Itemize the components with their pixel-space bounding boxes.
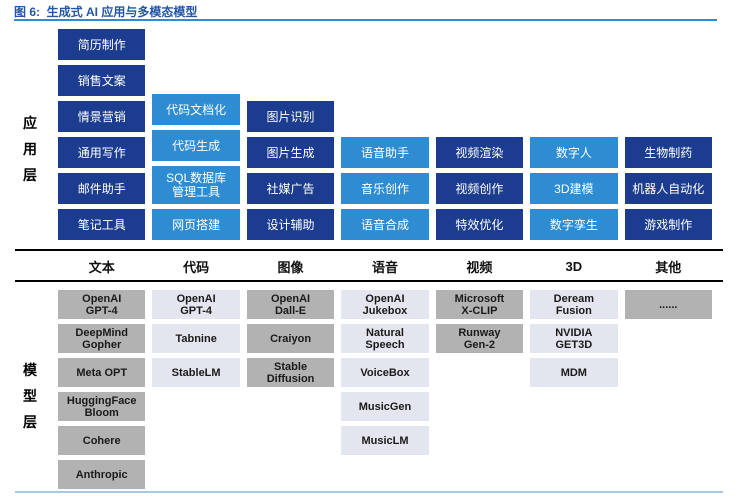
- category-label: 文本: [88, 259, 115, 275]
- app-box: 音乐创作: [341, 173, 429, 204]
- app-box: 代码文档化: [152, 94, 240, 125]
- app-box: 特效优化: [435, 209, 524, 240]
- title-underline: [14, 19, 717, 21]
- figure-title: 图 6: 生成式 AI 应用与多模态模型: [14, 5, 198, 19]
- app-col: 图片识别图片生成社媒广告设计辅助: [246, 28, 335, 240]
- model-box: Runway Gen-2: [435, 324, 524, 353]
- category-label: 代码: [183, 259, 210, 275]
- app-col: 代码文档化代码生成 SQL数据库 管理工具网页搭建: [152, 28, 240, 240]
- model-box: Cohere: [58, 426, 146, 455]
- model-box: OpenAI GPT-4: [152, 290, 240, 319]
- app-box: 设计辅助: [246, 209, 335, 240]
- divider-line-top: [15, 249, 723, 251]
- app-col: 生物制药机器人自动化游戏制作: [624, 28, 712, 240]
- model-box: Deream Fusion: [530, 290, 618, 319]
- app-box: 视频创作: [435, 173, 524, 204]
- model-box: StableLM: [152, 358, 240, 387]
- category-label: 3D: [565, 258, 583, 274]
- model-col: Microsoft X-CLIP Runway Gen-2: [435, 290, 524, 353]
- app-col: 视频渲染视频创作特效优化: [435, 28, 524, 240]
- model-box: Meta OPT: [58, 358, 146, 387]
- app-box: 机器人自动化: [624, 173, 712, 204]
- model-box: Stable Diffusion: [246, 358, 335, 387]
- app-box: 邮件助手: [58, 173, 146, 204]
- model-box: Microsoft X-CLIP: [435, 290, 524, 319]
- app-box: 数字孪生: [530, 209, 618, 240]
- model-box: OpenAI GPT-4: [58, 290, 146, 319]
- model-box: Anthropic: [58, 460, 146, 489]
- model-box: OpenAI Dall-E: [246, 290, 335, 319]
- model-col: ......: [624, 290, 712, 319]
- app-box: 3D建模: [530, 173, 618, 204]
- model-layer-label: 模型层: [23, 362, 37, 430]
- footer-line: [15, 491, 723, 493]
- model-box: MusicGen: [341, 392, 429, 421]
- model-box: MusicLM: [341, 426, 429, 455]
- model-box: ......: [624, 290, 712, 319]
- category-label: 其他: [655, 259, 682, 275]
- app-box: 语音合成: [341, 209, 429, 240]
- app-box: SQL数据库 管理工具: [152, 166, 240, 204]
- app-box: 社媒广告: [246, 173, 335, 204]
- divider-line-bottom: [15, 280, 723, 282]
- app-col: 简历制作销售文案情景营销通用写作邮件助手笔记工具: [58, 28, 146, 240]
- model-box: HuggingFace Bloom: [58, 392, 146, 421]
- app-box: 视频渲染: [435, 137, 524, 168]
- model-box: Tabnine: [152, 324, 240, 353]
- model-box: MDM: [530, 358, 618, 387]
- app-box: 简历制作: [58, 29, 146, 60]
- app-box: 图片识别: [246, 101, 335, 132]
- model-box: OpenAI Jukebox: [341, 290, 429, 319]
- model-box: DeepMind Gopher: [58, 324, 146, 353]
- app-box: 笔记工具: [58, 209, 146, 240]
- category-label: 视频: [466, 259, 493, 275]
- model-box: Natural Speech: [341, 324, 429, 353]
- app-layer-label: 应用层: [23, 115, 37, 183]
- category-label: 图像: [277, 259, 304, 275]
- app-box: 网页搭建: [152, 209, 240, 240]
- app-col: 数字人 3D建模数字孪生: [530, 28, 618, 240]
- app-col: 语音助手音乐创作语音合成: [341, 28, 429, 240]
- app-box: 语音助手: [341, 137, 429, 168]
- category-label: 语音: [371, 259, 398, 275]
- app-box: 数字人: [530, 137, 618, 168]
- app-box: 销售文案: [58, 65, 146, 96]
- model-box: VoiceBox: [341, 358, 429, 387]
- app-box: 情景营销: [58, 101, 146, 132]
- app-box: 生物制药: [624, 137, 712, 168]
- model-box: NVIDIA GET3D: [530, 324, 618, 353]
- model-box: Craiyon: [246, 324, 335, 353]
- category-header-row: 文本 代码 图像 语音 视频 3D 其他: [58, 253, 712, 279]
- app-box: 游戏制作: [624, 209, 712, 240]
- app-box: 代码生成: [152, 130, 240, 161]
- app-box: 图片生成: [246, 137, 335, 168]
- app-box: 通用写作: [58, 137, 146, 168]
